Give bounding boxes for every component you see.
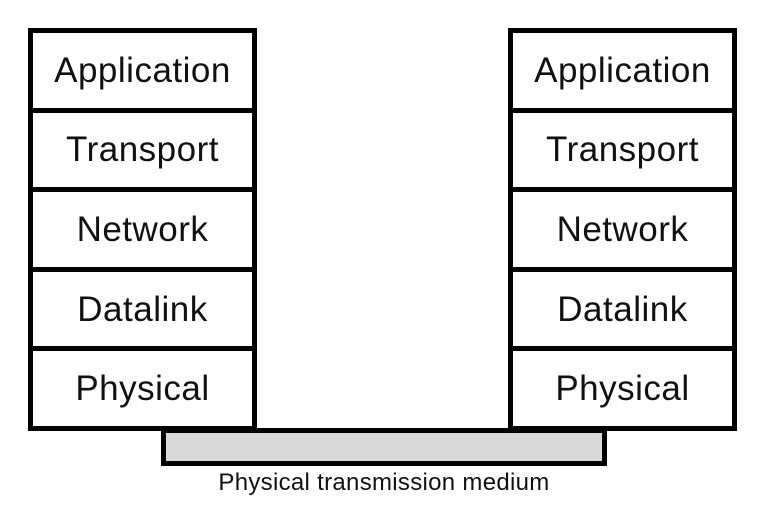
layer-datalink: Datalink [33, 271, 252, 352]
layer-physical: Physical [33, 351, 252, 426]
physical-medium-bar [161, 428, 607, 466]
layer-datalink: Datalink [513, 271, 732, 352]
layer-transport: Transport [513, 112, 732, 193]
layer-application: Application [33, 33, 252, 113]
layer-network: Network [33, 192, 252, 272]
protocol-stack-right: Application Transport Network Datalink P… [508, 28, 737, 431]
layer-physical: Physical [513, 351, 732, 426]
layer-network: Network [513, 192, 732, 272]
layer-application: Application [513, 33, 732, 113]
layer-transport: Transport [33, 112, 252, 193]
protocol-stack-left: Application Transport Network Datalink P… [28, 28, 257, 431]
physical-medium-label: Physical transmission medium [218, 469, 550, 496]
